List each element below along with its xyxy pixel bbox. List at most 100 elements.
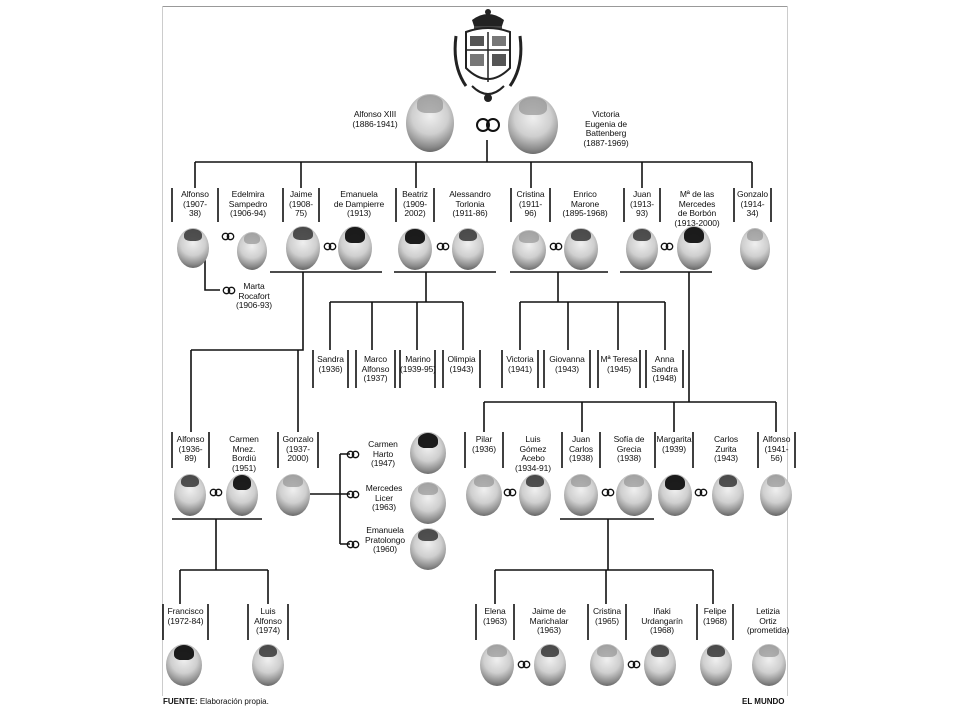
portrait-elena — [480, 644, 514, 686]
source-credit: FUENTE: Elaboración propia. — [163, 697, 269, 706]
marriage-rings-icon — [209, 488, 223, 497]
portrait-alfonso-1941 — [760, 474, 792, 516]
royal-crest-icon — [453, 9, 523, 102]
portrait-juan-1913 — [626, 228, 658, 270]
label-felipe: Felipe (1968) — [703, 606, 727, 626]
portrait-luis-gomez-acebo — [519, 474, 551, 516]
label-luis-gomez-acebo: Luis Gómez Acebo (1934-91) — [515, 434, 551, 473]
marriage-rings-icon — [221, 232, 235, 241]
label-jaime-marichalar: Jaime de Marichalar (1963) — [529, 606, 569, 635]
portrait-letizia-ortiz — [752, 644, 786, 686]
label-juan-carlos: Juan Carlos (1938) — [569, 434, 593, 463]
portrait-cristina-1965 — [590, 644, 624, 686]
label-edelmira: Edelmira Sampedro (1906-94) — [228, 189, 268, 218]
left-rule — [162, 6, 163, 696]
label-jaime: Jaime (1908- 75) — [289, 189, 313, 218]
marriage-rings-icon — [601, 488, 615, 497]
portrait-alfonso-1936 — [174, 474, 206, 516]
portrait-inaki-urdangarin — [644, 644, 676, 686]
portrait-gonzalo-1937 — [276, 474, 310, 516]
marriage-rings-icon — [517, 660, 531, 669]
portrait-alessandro-torlonia — [452, 228, 484, 270]
label-mercedes-borbon: Mª de las Mercedes de Borbón (1913-2000) — [674, 189, 720, 228]
label-emanuela-dampierre: Emanuela de Dampierre (1913) — [333, 189, 385, 218]
label-victoria-eugenia: Victoria Eugenia de Battenberg (1887-196… — [583, 109, 629, 148]
label-luis-alfonso: Luis Alfonso (1974) — [254, 606, 282, 635]
portrait-enrico-marone — [564, 228, 598, 270]
label-alfonso-1936: Alfonso (1936- 89) — [176, 434, 205, 463]
right-rule — [787, 6, 788, 696]
portrait-emanuela-dampierre — [338, 226, 372, 270]
marriage-rings-icon — [694, 488, 708, 497]
label-anna-sandra: Anna Sandra (1948) — [651, 354, 678, 383]
portrait-emanuela-pratolongo — [410, 528, 446, 570]
portrait-edelmira — [237, 232, 267, 270]
portrait-jaime-marichalar — [534, 644, 566, 686]
label-cristina-1911: Cristina (1911- 96) — [516, 189, 545, 218]
label-inaki-urdangarin: Iñaki Urdangarín (1968) — [641, 606, 683, 635]
label-margarita: Margarita (1939) — [656, 434, 692, 454]
marriage-rings-icon — [660, 242, 674, 251]
label-giovanna: Giovanna (1943) — [549, 354, 585, 374]
label-marta-rocafort: Marta Rocafort (1906-93) — [236, 281, 272, 310]
portrait-alfonso-xiii — [406, 94, 454, 152]
label-elena: Elena (1963) — [483, 606, 507, 626]
portrait-sofia-grecia — [616, 474, 652, 516]
marriage-rings-icon — [346, 540, 360, 549]
portrait-cristina-1911 — [512, 230, 546, 270]
label-sandra: Sandra (1936) — [317, 354, 344, 374]
label-alfonso-xiii: Alfonso XIII (1886-1941) — [352, 109, 398, 129]
top-rule — [162, 6, 788, 7]
marriage-rings-icon — [346, 450, 360, 459]
marriage-rings-icon — [346, 490, 360, 499]
portrait-juan-carlos — [564, 474, 598, 516]
publisher-logo: EL MUNDO — [742, 697, 785, 706]
label-gonzalo-1937: Gonzalo (1937- 2000) — [282, 434, 314, 463]
label-sofia-grecia: Sofía de Grecia (1938) — [613, 434, 645, 463]
portrait-beatriz — [398, 228, 432, 270]
label-alfonso-1907: Alfonso (1907- 38) — [181, 189, 209, 218]
label-marino: Marino (1939-95) — [400, 354, 436, 374]
label-alfonso-1941: Alfonso (1941- 56) — [762, 434, 791, 463]
marriage-rings-icon — [503, 488, 517, 497]
label-alessandro-torlonia: Alessandro Torlonia (1911-86) — [449, 189, 491, 218]
marriage-rings-icon — [549, 242, 563, 251]
portrait-carlos-zurita — [712, 474, 744, 516]
label-cristina-1965: Cristina (1965) — [592, 606, 621, 626]
label-enrico-marone: Enrico Marone (1895-1968) — [562, 189, 608, 218]
portrait-francisco — [166, 644, 202, 686]
label-emanuela-pratolongo: Emanuela Pratolongo (1960) — [364, 525, 406, 554]
label-marco-alfonso: Marco Alfonso (1937) — [361, 354, 390, 383]
portrait-mercedes-licer — [410, 482, 446, 524]
portrait-pilar — [466, 474, 502, 516]
portrait-felipe — [700, 644, 732, 686]
marriage-rings-icon — [476, 118, 500, 132]
label-carmen-harto: Carmen Harto (1947) — [368, 439, 398, 468]
marriage-rings-icon — [222, 286, 236, 295]
label-juan-1913: Juan (1913- 93) — [630, 189, 654, 218]
label-gonzalo-1914: Gonzalo (1914- 34) — [737, 189, 768, 218]
label-letizia-ortiz: Letizia Ortiz (prometida) — [746, 606, 790, 635]
label-francisco: Francisco (1972-84) — [167, 606, 204, 626]
portrait-jaime — [286, 226, 320, 270]
marriage-rings-icon — [627, 660, 641, 669]
source-text: Elaboración propia. — [199, 697, 269, 706]
label-carlos-zurita: Carlos Zurita (1943) — [714, 434, 738, 463]
portrait-gonzalo-1914 — [740, 228, 770, 270]
portrait-alfonso-1907 — [177, 228, 209, 268]
portrait-luis-alfonso — [252, 644, 284, 686]
source-label: FUENTE: — [163, 697, 198, 706]
label-mercedes-licer: Mercedes Licer (1963) — [365, 483, 403, 512]
label-maria-teresa: Mª Teresa (1945) — [600, 354, 638, 374]
label-pilar: Pilar (1936) — [472, 434, 496, 454]
portrait-victoria-eugenia — [508, 96, 558, 154]
label-beatriz: Beatriz (1909- 2002) — [402, 189, 428, 218]
label-carmen-bordiu: Carmen Mnez. Bordiú (1951) — [229, 434, 259, 473]
label-victoria: Victoria (1941) — [506, 354, 534, 374]
label-olimpia: Olimpia (1943) — [447, 354, 476, 374]
portrait-margarita — [658, 474, 692, 516]
portrait-carmen-harto — [410, 432, 446, 474]
portrait-carmen-bordiu — [226, 474, 258, 516]
